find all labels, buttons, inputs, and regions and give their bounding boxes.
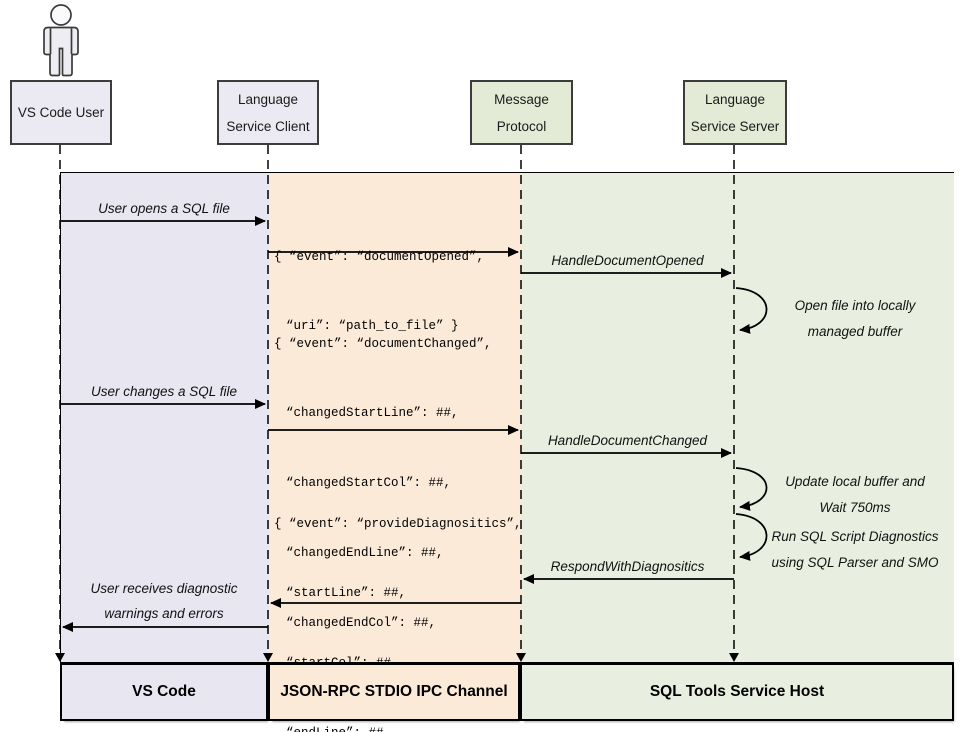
- participant-language-service-server: Language Service Server: [683, 80, 787, 145]
- note-open-buffer: Open file into locally managed buffer: [766, 293, 944, 345]
- participant-label: Service Client: [226, 118, 310, 134]
- user-actor-icon: [43, 4, 79, 77]
- lane-title-vscode: VS Code: [60, 663, 268, 721]
- participant-vscode-user: VS Code User: [10, 80, 112, 145]
- participant-label: VS Code User: [17, 105, 105, 120]
- note-line: Open file into locally: [794, 298, 916, 313]
- participant-label: Message: [494, 91, 549, 107]
- participant-label: Service Server: [690, 118, 780, 134]
- lifeline-band: [60, 172, 954, 663]
- message-label-user-opens: User opens a SQL file: [98, 201, 230, 216]
- payload-line: { “event”: “documentChanged”,: [274, 336, 492, 351]
- note-line: Update local buffer and: [785, 474, 925, 489]
- payload-line: “changedStartLine”: ##,: [286, 406, 459, 421]
- lane-title-label: JSON-RPC STDIO IPC Channel: [280, 683, 508, 700]
- payload-line: { “event”: “provideDiagnositics”,: [274, 516, 522, 531]
- message-label-line: User receives diagnostic: [90, 581, 238, 596]
- lane-vscode: [61, 173, 269, 662]
- participant-message-protocol: Message Protocol: [470, 80, 573, 145]
- payload-line: “startLine”: ##,: [286, 586, 407, 601]
- message-label-user-receives: User receives diagnostic warnings and er…: [60, 576, 268, 626]
- lane-title-label: SQL Tools Service Host: [649, 683, 825, 700]
- message-label-respond-with-diagnostics: RespondWithDiagnositics: [550, 559, 705, 574]
- payload-line: “changedEndLine”: ##,: [286, 546, 444, 561]
- note-update-buffer: Update local buffer and Wait 750ms: [766, 469, 944, 521]
- note-line: Run SQL Script Diagnostics: [771, 529, 939, 544]
- message-label-user-changes: User changes a SQL file: [90, 384, 238, 399]
- message-label-handle-document-changed: HandleDocumentChanged: [547, 433, 708, 448]
- participant-language-service-client: Language Service Client: [217, 80, 319, 145]
- note-run-diagnostics: Run SQL Script Diagnostics using SQL Par…: [766, 524, 944, 576]
- lane-sqltools: [521, 173, 954, 662]
- lane-title-sqltools: SQL Tools Service Host: [520, 663, 954, 721]
- lane-jsonrpc: [269, 173, 521, 662]
- payload-document-opened: { “event”: “documentOpened”, “uri”: “pat…: [274, 199, 484, 385]
- lane-title-label: VS Code: [132, 683, 196, 700]
- message-label-handle-document-opened: HandleDocumentOpened: [551, 253, 704, 268]
- lane-title-jsonrpc: JSON-RPC STDIO IPC Channel: [268, 663, 520, 721]
- message-label-line: warnings and errors: [104, 606, 224, 621]
- payload-line: “changedStartCol”: ##,: [286, 476, 452, 491]
- note-line: using SQL Parser and SMO: [771, 555, 939, 570]
- participant-label: Protocol: [496, 118, 547, 134]
- note-line: managed buffer: [807, 324, 903, 339]
- participant-label: Language: [237, 91, 299, 107]
- participant-label: Language: [704, 91, 766, 107]
- note-line: Wait 750ms: [819, 500, 891, 515]
- payload-line: “uri”: “path_to_file” }: [286, 319, 459, 334]
- payload-line: { “event”: “documentOpened”,: [274, 249, 485, 264]
- payload-line: “changedEndCol”: ##,: [286, 616, 437, 631]
- payload-line: “endLine”: ##,: [274, 722, 522, 732]
